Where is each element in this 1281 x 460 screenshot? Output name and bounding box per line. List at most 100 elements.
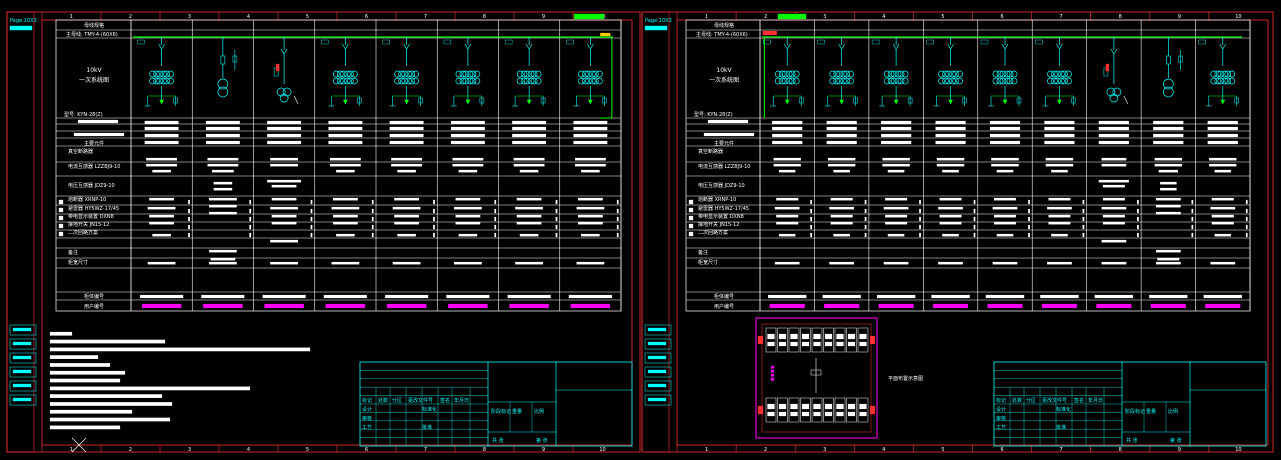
- current-transformer-icon: [592, 77, 599, 85]
- switchgear-cabinet: [846, 397, 857, 423]
- cell-tick: [371, 232, 374, 238]
- switchgear-cabinet: [834, 397, 846, 423]
- current-transformer-icon: [1210, 77, 1218, 85]
- current-transformer-icon: [340, 77, 347, 85]
- end-marker: [757, 405, 764, 415]
- row-label: 带电显示装置 DXN8: [698, 213, 744, 220]
- current-transformer-icon: [408, 70, 415, 78]
- cabinet-panel: [790, 403, 798, 410]
- cell-tick: [371, 224, 374, 230]
- row-panel-number: 柜体编号: [84, 293, 104, 300]
- cell-value-bar: [144, 133, 179, 138]
- user-number-magenta-bar: [987, 303, 1023, 309]
- panel-number-bar: [568, 294, 612, 299]
- zone-number: 6: [365, 14, 368, 20]
- model-label: 型号: KYN-28(Z): [64, 111, 103, 118]
- current-transformer-icon: [1221, 77, 1229, 85]
- switchgear-cabinet: [777, 397, 788, 423]
- cell-value-bar: [994, 221, 1016, 225]
- margin-info-fill: [12, 355, 32, 360]
- panel-column-5: [980, 37, 1030, 309]
- zone-number: 6: [1000, 14, 1003, 20]
- current-transformer-icon: [1065, 77, 1072, 85]
- cell-value-bar: [270, 157, 299, 161]
- cell-value-bar: [581, 169, 600, 173]
- current-transformer-icon: [412, 77, 419, 85]
- current-transformer-icon: [455, 70, 463, 78]
- indicator-box: [504, 39, 513, 45]
- cell-value-bar: [453, 206, 482, 210]
- cabinet-panel: [847, 411, 856, 417]
- metering-transformer-icon: [276, 87, 286, 97]
- surge-arrester-icon: [1071, 97, 1076, 104]
- margin-info-box: [9, 366, 37, 378]
- page-scale-label: Page:10X3: [645, 18, 672, 24]
- panel-column-7: [504, 37, 558, 309]
- cell-value-bar: [1102, 197, 1125, 201]
- title-block-cell: 工艺: [362, 425, 372, 431]
- zone-number: 8: [483, 14, 486, 20]
- current-transformer-icon: [833, 70, 841, 78]
- user-number-magenta-bar: [878, 303, 914, 309]
- cell-value-bar: [996, 169, 1014, 173]
- cell-value-bar: [881, 133, 912, 138]
- current-transformer-icon: [405, 77, 412, 85]
- cell-value-bar: [830, 197, 853, 201]
- current-transformer-icon: [160, 70, 167, 78]
- margin-info-fill: [647, 369, 667, 374]
- row-marker: [688, 215, 694, 221]
- cell-value-bar: [271, 221, 297, 225]
- cell-tick: [494, 208, 497, 214]
- cell-value-bar: [144, 126, 179, 131]
- cell-value-bar: [991, 163, 1019, 167]
- cell-value-bar: [994, 214, 1016, 218]
- current-transformer-icon: [1010, 77, 1018, 85]
- title-block-cell: 阶段标记: [491, 408, 511, 415]
- current-transformer-icon: [996, 77, 1004, 85]
- surge-arrester-icon: [232, 55, 238, 63]
- cell-tick: [1245, 232, 1248, 238]
- current-transformer-icon: [534, 70, 542, 78]
- cell-value-bar: [1044, 126, 1075, 131]
- cell-value-bar: [270, 261, 299, 265]
- panel-column-4: [321, 37, 374, 309]
- center-marker: [810, 369, 822, 376]
- current-transformer-icon: [466, 70, 474, 78]
- current-transformer-icon: [992, 77, 1000, 85]
- floor-plan-label: 平面布置示意图: [888, 375, 923, 382]
- cable-arrow: [342, 99, 348, 105]
- cell-tick: [810, 216, 813, 222]
- row-user-number: 用户编号: [84, 303, 104, 310]
- cell-value-bar: [576, 206, 605, 210]
- zone-number: 6: [365, 447, 368, 453]
- switchgear-cabinet: [765, 327, 777, 353]
- margin-info-box: [9, 352, 37, 364]
- current-transformer-icon: [455, 77, 463, 85]
- cell-tick: [1137, 224, 1139, 230]
- switchgear-cabinet: [857, 397, 869, 423]
- cell-value-bar: [881, 120, 912, 125]
- cell-value-bar: [1211, 221, 1234, 225]
- surge-arrester-icon: [540, 97, 546, 104]
- cell-tick: [1137, 216, 1139, 222]
- panel-column-8: [1149, 37, 1194, 309]
- metering-transformer-icon: [1109, 93, 1119, 103]
- floor-plan-inner: [761, 323, 872, 433]
- current-transformer-icon: [847, 77, 855, 85]
- cell-value-bar: [205, 133, 240, 138]
- cell-value-bar: [328, 140, 363, 145]
- switchgear-cabinet: [800, 397, 811, 423]
- panel-column-3: [871, 37, 921, 309]
- current-transformer-icon: [1058, 77, 1065, 85]
- cell-value-bar: [1098, 140, 1129, 145]
- current-transformer-icon: [890, 70, 898, 78]
- cell-value-bar: [1160, 181, 1177, 185]
- cable-arrow: [159, 99, 165, 105]
- current-transformer-icon: [394, 70, 401, 78]
- cell-tick: [1082, 216, 1085, 222]
- floor-plan-border: [755, 317, 878, 439]
- cell-value-bar: [1098, 120, 1129, 125]
- current-transformer-icon: [949, 77, 956, 85]
- red-fuse-mark: [275, 63, 280, 72]
- panel-column-6: [1035, 37, 1085, 309]
